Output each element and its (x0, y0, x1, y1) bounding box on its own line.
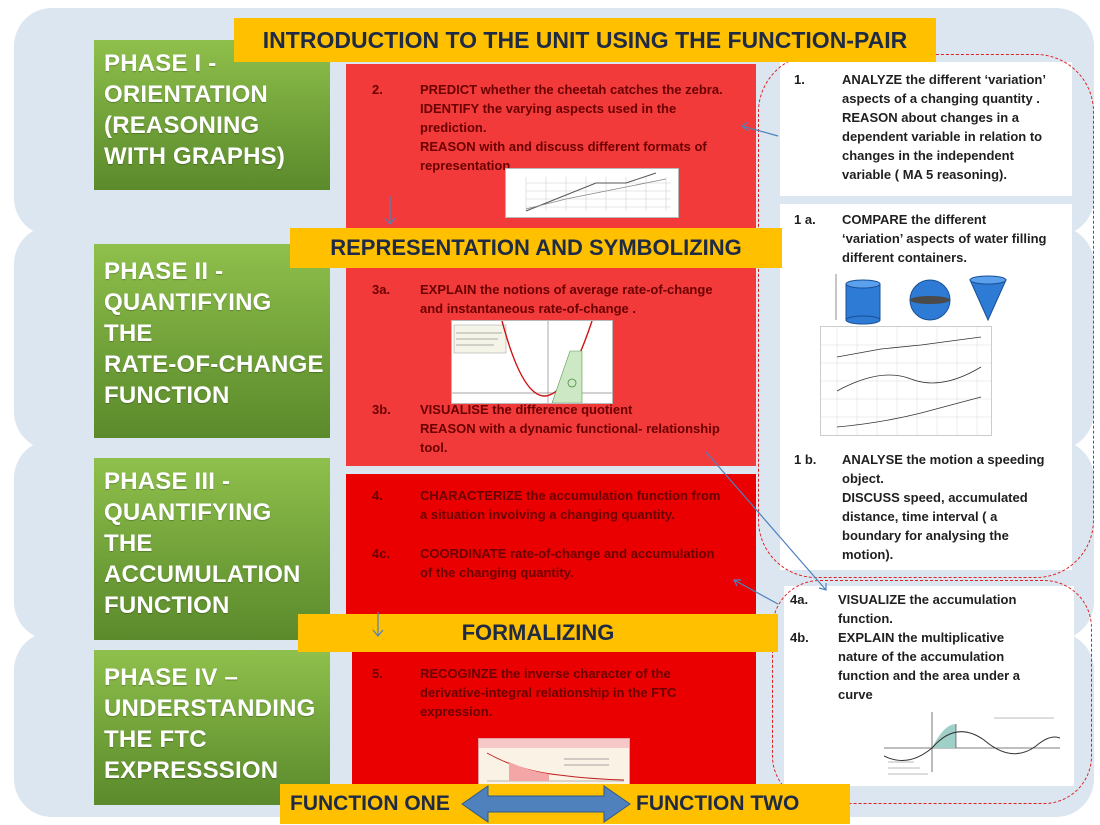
item-line: and instantaneous rate-of-change . (420, 301, 636, 316)
phase-line: ACCUMULATION (104, 561, 301, 588)
water-filling-graphs-image (820, 326, 992, 436)
function-two-label: FUNCTION TWO (636, 792, 800, 815)
panel-phase-3 (346, 474, 756, 616)
phase-3-box: PHASE III - QUANTIFYING THE ACCUMULATION… (94, 458, 330, 640)
phase-line: FUNCTION (104, 382, 230, 409)
phase-4-box: PHASE IV – UNDERSTANDING THE FTC EXPRESS… (94, 650, 330, 805)
item-number: 4b. (790, 630, 809, 645)
item-line: COORDINATE rate-of-change and accumulati… (420, 546, 715, 561)
phase-line: THE FTC (104, 726, 207, 753)
item-4c: 4c. COORDINATE rate-of-change and accumu… (372, 544, 752, 584)
phase-line: WITH GRAPHS) (104, 143, 286, 170)
item-line: function and the area under a (838, 668, 1021, 683)
item-line: expression. (420, 704, 493, 719)
graph-thumbnail (525, 172, 671, 212)
item-line: curve (838, 687, 873, 702)
item-number: 3b. (372, 402, 391, 417)
item-4: 4. CHARACTERIZE the accumulation functio… (372, 486, 752, 526)
item-line: aspects of a changing quantity . (842, 91, 1040, 106)
item-line: tool. (420, 440, 448, 455)
item-number: 3a. (372, 282, 391, 297)
phase-line: PHASE II - (104, 258, 224, 285)
rate-of-change-graph-image (451, 320, 613, 404)
item-line: derivative-integral relationship in the … (420, 685, 677, 700)
item-number: 5. (372, 666, 383, 681)
right-box-2: 1 a. COMPARE the different ‘variation’ a… (780, 204, 1072, 570)
item-line: EXPLAIN the notions of average rate-of-c… (420, 282, 713, 297)
parabola-thumbnail (452, 320, 612, 404)
item-5: 5. RECOGINZE the inverse character of th… (372, 664, 752, 724)
item-line: PREDICT whether the cheetah catches the … (420, 82, 723, 97)
phase-1-box: PHASE I - ORIENTATION (REASONING WITH GR… (94, 40, 330, 190)
item-line: different containers. (842, 250, 967, 265)
item-line: boundary for analysing the (842, 528, 1009, 543)
ftc-thumbnail (479, 739, 629, 782)
item-line: object. (842, 471, 884, 486)
item-line: representation . (420, 158, 518, 173)
phase-line: PHASE I - (104, 50, 217, 77)
phase-line: THE (104, 530, 153, 557)
item-2: 2. PREDICT whether the cheetah catches t… (372, 80, 752, 180)
item-line: nature of the accumulation (838, 649, 1005, 664)
item-line: of the changing quantity. (420, 565, 574, 580)
item-line: DISCUSS speed, accumulated (842, 490, 1028, 505)
phase-line: QUANTIFYING (104, 499, 272, 526)
item-line: REASON about changes in a (842, 110, 1019, 125)
phase-line: PHASE III - (104, 468, 231, 495)
phase-2-box: PHASE II - QUANTIFYING THE RATE-OF-CHANG… (94, 244, 330, 438)
item-line: VISUALIZE the accumulation (838, 592, 1017, 607)
item-4b: 4b. EXPLAIN the multiplicative nature of… (790, 628, 1074, 708)
item-line: variable ( MA 5 reasoning). (842, 167, 1007, 182)
accumulation-function-image (884, 712, 1060, 775)
function-one-label: FUNCTION ONE (290, 792, 450, 815)
item-line: ANALYSE the motion a speeding (842, 452, 1045, 467)
item-line: function. (838, 611, 893, 626)
item-1a: 1 a. COMPARE the different ‘variation’ a… (794, 210, 1072, 272)
item-line: VISUALISE the difference quotient (420, 402, 633, 417)
item-line: distance, time interval ( a (842, 509, 998, 524)
item-line: REASON with a dynamic functional- relati… (420, 421, 720, 436)
item-3b: 3b. VISUALISE the difference quotient RE… (372, 400, 752, 460)
item-line: EXPLAIN the multiplicative (838, 630, 1005, 645)
item-line: RECOGINZE the inverse character of the (420, 666, 671, 681)
phase-line: FUNCTION (104, 592, 230, 619)
item-3a: 3a. EXPLAIN the notions of average rate-… (372, 280, 752, 320)
item-line: a situation involving a changing quantit… (420, 507, 675, 522)
phase-line: UNDERSTANDING (104, 695, 316, 722)
function-two-dashed-region-top (758, 54, 1094, 578)
phase-line: QUANTIFYING (104, 289, 272, 316)
item-line: COMPARE the different (842, 212, 987, 227)
item-number: 4c. (372, 546, 391, 561)
item-line: CHARACTERIZE the accumulation function f… (420, 488, 721, 503)
item-line: prediction. (420, 120, 487, 135)
function-two-dashed-region-bottom (772, 580, 1092, 804)
item-line: ‘variation’ aspects of water filling (842, 231, 1047, 246)
phase-line: RATE-OF-CHANGE (104, 351, 324, 378)
item-1b: 1 b. ANALYSE the motion a speeding objec… (794, 450, 1072, 566)
banner-introduction: INTRODUCTION TO THE UNIT USING THE FUNCT… (234, 18, 936, 62)
item-line: IDENTIFY the varying aspects used in the (420, 101, 677, 116)
phase-line: EXPRESSSION (104, 757, 279, 784)
right-box-1: 1. ANALYZE the different ‘variation’ asp… (780, 62, 1072, 196)
item-line: REASON with and discuss different format… (420, 139, 707, 154)
right-box-3: 4a. VISUALIZE the accumulation function.… (784, 586, 1074, 786)
phase-line: THE (104, 320, 153, 347)
item-number: 2. (372, 82, 383, 97)
item-number: 1 a. (794, 212, 816, 227)
containers-image (835, 274, 1007, 325)
item-line: motion). (842, 547, 894, 562)
item-line: ANALYZE the different ‘variation’ (842, 72, 1046, 87)
phase-line: ORIENTATION (104, 81, 268, 108)
banner-formalizing: FORMALIZING (298, 614, 778, 652)
item-line: changes in the independent (842, 148, 1014, 163)
ftc-expression-image (478, 738, 630, 786)
cheetah-zebra-graph-image (505, 168, 679, 218)
phase-line: (REASONING (104, 112, 260, 139)
filling-graph-thumbnail (821, 327, 991, 435)
item-line: dependent variable in relation to (842, 129, 1043, 144)
phase-line: PHASE IV – (104, 664, 239, 691)
banner-representation: REPRESENTATION AND SYMBOLIZING (290, 228, 782, 268)
item-number: 4. (372, 488, 383, 503)
item-1: 1. ANALYZE the different ‘variation’ asp… (794, 70, 1072, 190)
